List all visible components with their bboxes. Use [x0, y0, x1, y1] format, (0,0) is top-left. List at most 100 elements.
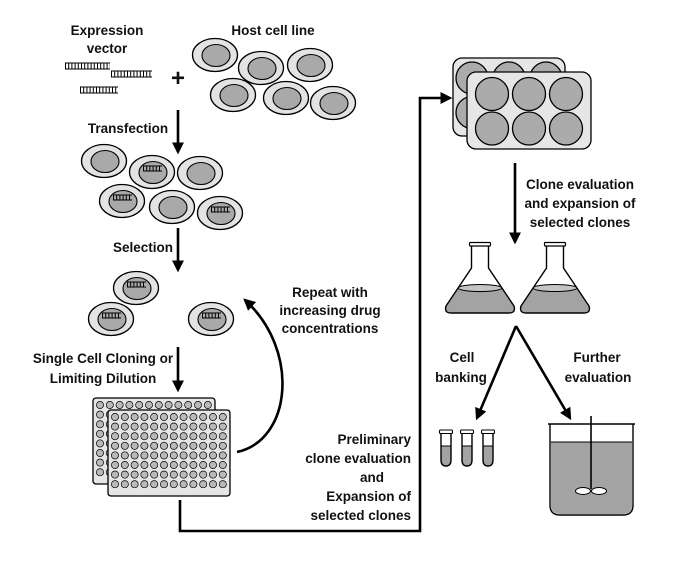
- tube-outline: [482, 433, 494, 467]
- dna-ladder: [202, 312, 221, 319]
- host-cell: [209, 77, 257, 113]
- bioreactor: [548, 416, 635, 516]
- well: [218, 432, 227, 441]
- well: [199, 451, 208, 460]
- well: [150, 461, 159, 469]
- flask-outline: [519, 244, 591, 314]
- well: [111, 461, 119, 469]
- dna-ladder: [113, 194, 132, 201]
- well: [218, 480, 227, 489]
- tube-rim: [459, 429, 475, 435]
- well: [218, 451, 227, 460]
- well: [160, 480, 168, 489]
- well: [154, 401, 163, 409]
- well: [169, 461, 178, 469]
- well: [150, 470, 159, 479]
- well: [209, 480, 217, 489]
- well: [169, 480, 178, 489]
- well: [209, 461, 217, 469]
- cell-nucleus: [206, 201, 236, 226]
- well: [179, 432, 188, 441]
- label-cell-banking: banking: [435, 370, 487, 385]
- well: [111, 422, 119, 431]
- 96-well-plate: [107, 409, 231, 497]
- cell-nucleus: [90, 149, 120, 174]
- cell-nucleus: [108, 189, 138, 214]
- well: [179, 461, 188, 469]
- label-expression-vector: Expression: [71, 23, 144, 38]
- flask-rim: [468, 241, 492, 247]
- well: [189, 451, 198, 460]
- test-tube: [459, 429, 475, 467]
- label-preliminary-evaluation: Expansion of: [326, 489, 411, 504]
- impeller-blade: [575, 487, 591, 495]
- well: [160, 432, 168, 441]
- well: [120, 432, 129, 441]
- host-cell-line: [191, 37, 357, 121]
- well: [120, 422, 129, 431]
- cell-nucleus: [197, 307, 227, 332]
- well: [179, 480, 188, 489]
- cell-nucleus: [272, 86, 302, 111]
- well: [179, 441, 188, 450]
- label-cell-banking: Cell: [450, 350, 475, 365]
- label-preliminary-evaluation: clone evaluation: [305, 451, 411, 466]
- well: [140, 451, 149, 460]
- transfected-cell: [80, 143, 128, 179]
- well: [209, 432, 217, 441]
- label-preliminary-evaluation: Preliminary: [337, 432, 411, 447]
- well: [209, 470, 217, 479]
- well: [120, 480, 129, 489]
- well: [189, 413, 198, 421]
- well: [548, 111, 584, 146]
- well: [199, 413, 208, 421]
- dna-ladder: [127, 281, 146, 288]
- test-tube: [480, 429, 496, 467]
- label-preliminary-evaluation: and: [360, 470, 384, 485]
- shake-flasks: [444, 241, 591, 314]
- tube-content: [462, 446, 472, 466]
- label-single-cell-cloning: Limiting Dilution: [50, 371, 156, 386]
- label-selection: Selection: [113, 240, 173, 255]
- label-clone-evaluation: and expansion of: [524, 196, 636, 211]
- host-cell: [237, 50, 285, 86]
- flask-medium: [445, 288, 515, 313]
- well: [130, 461, 139, 469]
- well: [209, 441, 217, 450]
- well: [169, 441, 178, 450]
- well: [474, 111, 510, 146]
- host-cell: [286, 47, 334, 83]
- cell-nucleus: [158, 195, 188, 220]
- well: [179, 451, 188, 460]
- well: [130, 451, 139, 460]
- well: [169, 451, 178, 460]
- well: [96, 429, 104, 438]
- dna-ladder: [143, 165, 162, 172]
- well: [130, 422, 139, 431]
- tube-content: [441, 446, 451, 466]
- well: [125, 401, 134, 409]
- well: [140, 461, 149, 469]
- cell-nucleus: [247, 56, 277, 81]
- host-cell: [262, 80, 310, 116]
- well: [140, 441, 149, 450]
- well: [111, 480, 119, 489]
- 6-well-plate: [466, 71, 592, 150]
- well: [140, 432, 149, 441]
- label-host-cell-line: Host cell line: [231, 23, 315, 38]
- dna-ladder: [111, 70, 152, 78]
- well: [174, 401, 183, 409]
- well: [160, 451, 168, 460]
- well: [169, 422, 178, 431]
- well: [511, 111, 547, 146]
- well: [120, 413, 129, 421]
- well: [120, 470, 129, 479]
- well: [130, 413, 139, 421]
- well: [179, 470, 188, 479]
- well: [189, 432, 198, 441]
- cell-nucleus: [219, 83, 249, 108]
- well: [120, 441, 129, 450]
- well: [179, 422, 188, 431]
- well: [111, 470, 119, 479]
- well: [218, 422, 227, 431]
